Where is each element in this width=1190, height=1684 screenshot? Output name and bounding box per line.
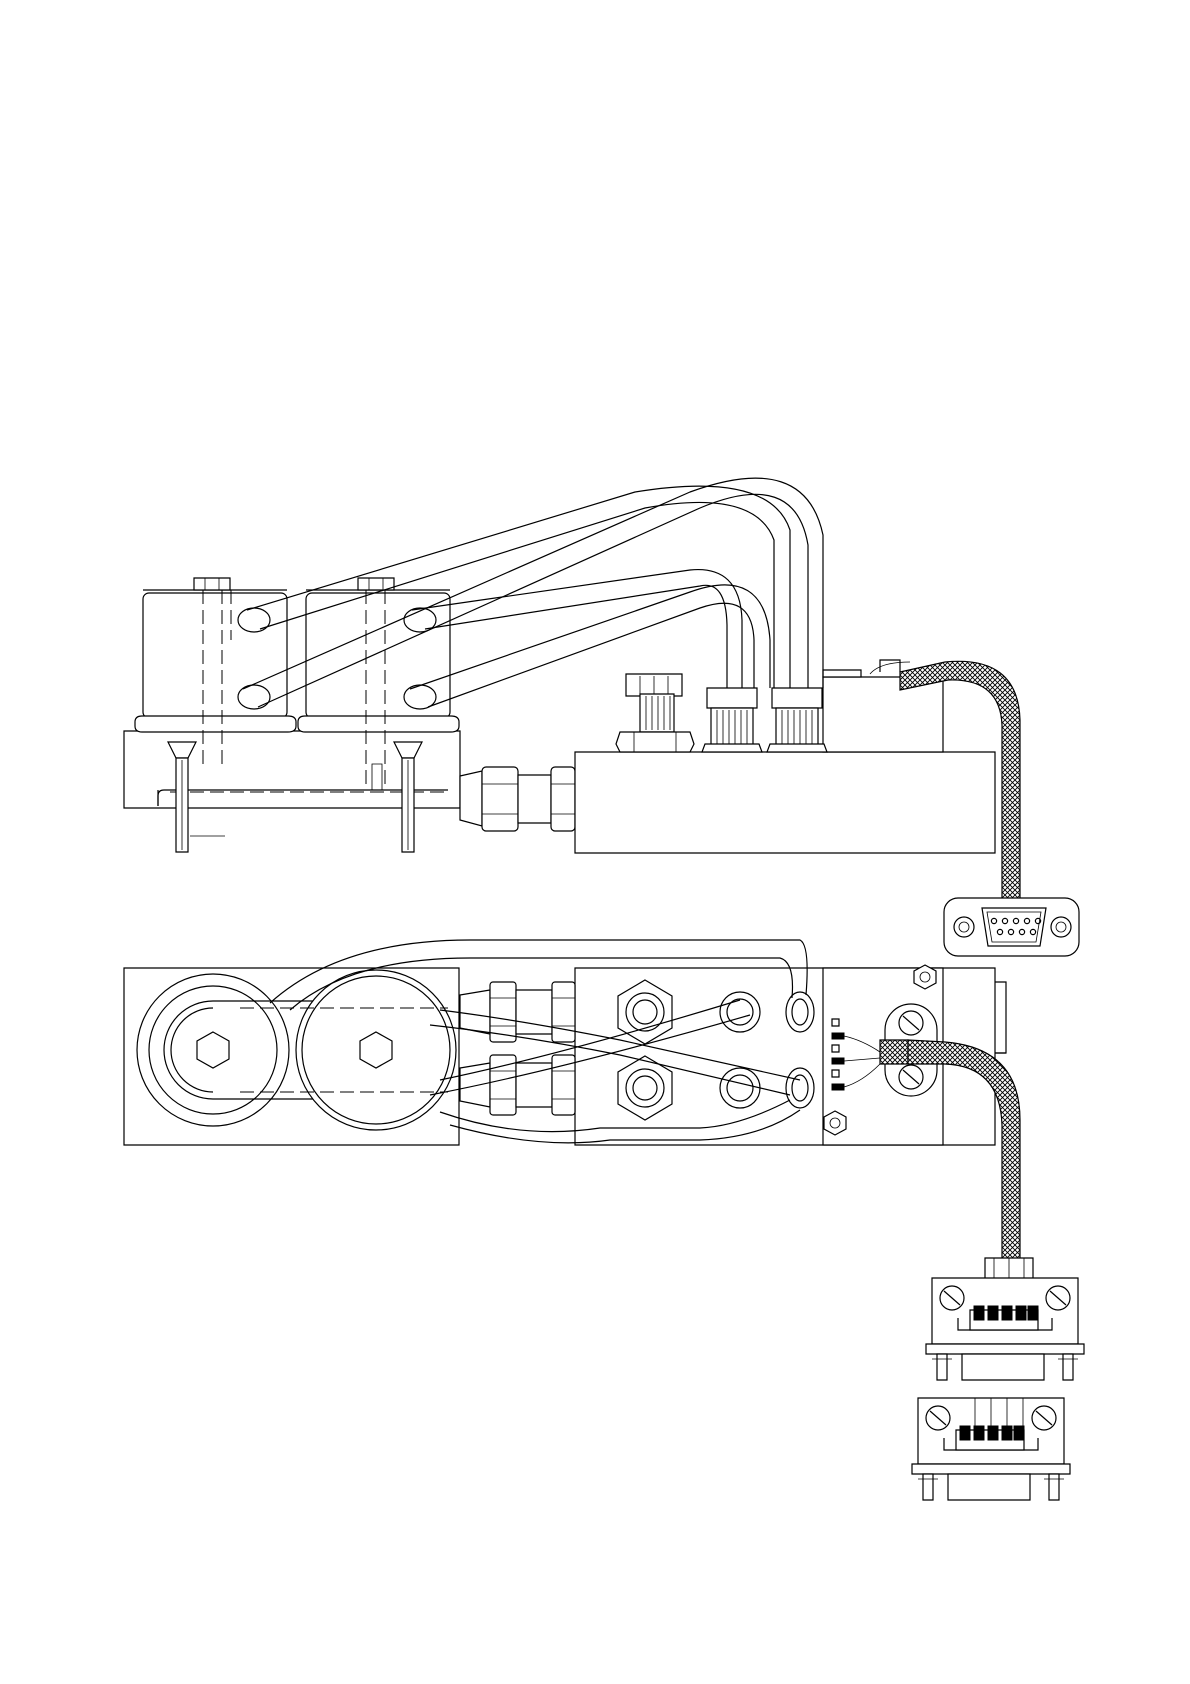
top-fitting-small-d <box>786 1068 814 1108</box>
top-fitting-1 <box>616 674 694 752</box>
side-coupling <box>460 767 575 831</box>
connector-detail-1 <box>926 1278 1084 1380</box>
side-view <box>124 478 1079 956</box>
top-fitting-small-c <box>786 992 814 1032</box>
top-fitting-small-a <box>720 992 760 1032</box>
solenoid-coil-1 <box>135 578 296 852</box>
top-fitting-2 <box>702 688 762 752</box>
top-fitting-small-b <box>720 1068 760 1108</box>
top-fitting-3 <box>767 688 827 752</box>
top-view <box>124 940 1033 1318</box>
top-coupling-upper <box>460 982 575 1042</box>
connector-detail-2 <box>912 1398 1070 1500</box>
db9-connector-face <box>944 898 1079 956</box>
solenoid-coil-2 <box>298 578 459 852</box>
